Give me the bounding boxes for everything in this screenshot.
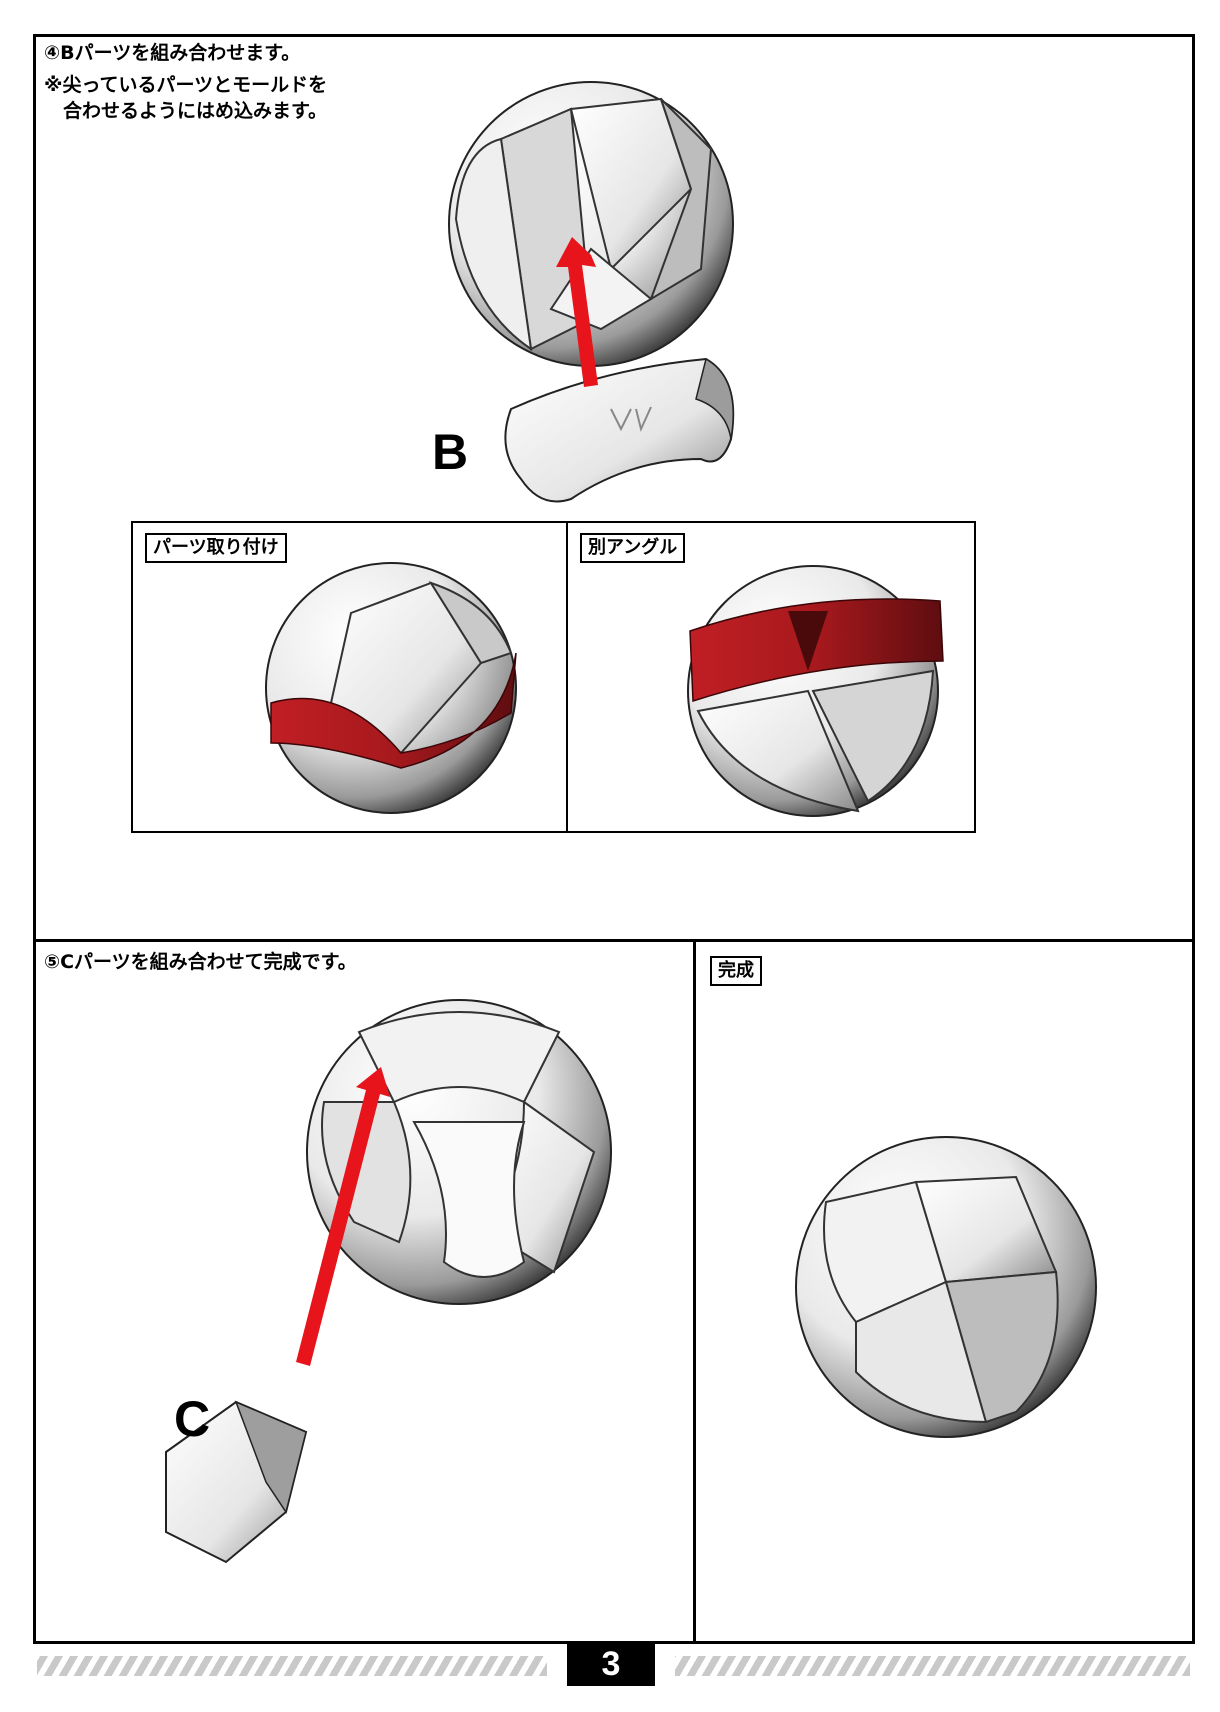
step4-instruction-1: ④Bパーツを組み合わせます。 xyxy=(44,42,301,64)
step4-panel: ④Bパーツを組み合わせます。 ※尖っているパーツとモールドを 合わせるようにはめ… xyxy=(33,34,1195,942)
step5-instruction: ⑤Cパーツを組み合わせて完成です。 xyxy=(44,951,357,973)
insert-arrow-c xyxy=(296,1067,390,1366)
inset-angle-panel: 別アングル xyxy=(566,521,976,833)
attach-tag: パーツ取り付け xyxy=(145,533,287,563)
step4-instruction-3: 合わせるようにはめ込みます。 xyxy=(44,100,328,122)
completed-ball-illustration xyxy=(795,1136,1097,1438)
other-angle-ball-illustration xyxy=(687,565,944,817)
inset-attach-panel: パーツ取り付け xyxy=(131,521,569,833)
part-c-label: C xyxy=(174,1391,211,1447)
step4-instruction-2: ※尖っているパーツとモールドを xyxy=(44,74,328,96)
step5-panel: ⑤Cパーツを組み合わせて完成です。 C xyxy=(33,939,696,1644)
part-b-illustration xyxy=(504,357,735,503)
footer-stripe-left xyxy=(37,1656,547,1676)
complete-tag: 完成 xyxy=(710,956,762,986)
footer-stripe-right xyxy=(675,1656,1190,1676)
other-angle-tag: 別アングル xyxy=(580,533,686,563)
part-b-label: B xyxy=(432,424,469,480)
complete-panel: 完成 xyxy=(693,939,1195,1644)
page-number: 3 xyxy=(567,1644,655,1686)
attached-ball-illustration xyxy=(265,562,517,814)
insert-arrow-b xyxy=(556,237,598,387)
part-c-illustration xyxy=(165,1400,308,1564)
